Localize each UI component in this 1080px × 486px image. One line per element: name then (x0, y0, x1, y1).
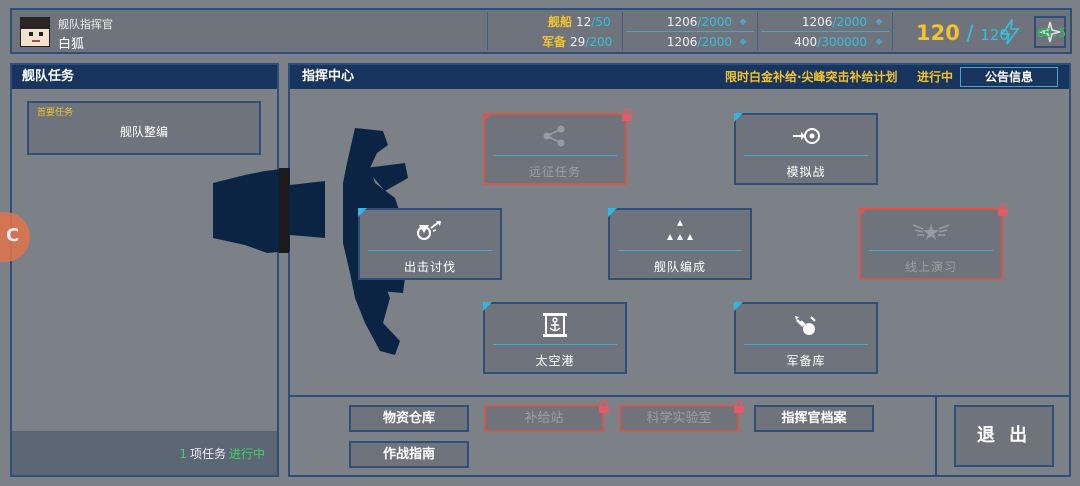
supply-ammo: 1206/2000 (666, 35, 732, 49)
exit-button[interactable]: 退 出 (954, 405, 1054, 467)
tile-simulation[interactable]: 模拟战 (734, 113, 878, 185)
lock-icon (622, 108, 632, 121)
sortie-icon (360, 216, 500, 246)
commander-rank: 舰队指挥官 (58, 18, 113, 31)
divider (622, 12, 623, 50)
notice-button[interactable]: 公告信息 (960, 67, 1058, 87)
science-lab-button[interactable]: 科学实验室 (619, 400, 744, 432)
divider (487, 12, 488, 50)
nodes-icon (485, 121, 625, 151)
lightning-icon (1000, 19, 1020, 45)
bar-divider (761, 31, 889, 32)
tile-spaceport[interactable]: 太空港 (483, 302, 627, 374)
command-center-header: 指挥中心 限时白金补给·尖峰突击补给计划 进行中 公告信息 (290, 65, 1069, 89)
divider (892, 12, 893, 50)
triangle-dots-icon (610, 216, 750, 246)
tile-label: 线上演习 (904, 260, 957, 274)
supply-station-button[interactable]: 补给站 (484, 400, 609, 432)
fuel-icon: ◆ (739, 17, 747, 27)
tile-formation[interactable]: 舰队编成 (608, 208, 752, 280)
sparkle-icon (1039, 21, 1061, 43)
tile-label: 舰队编成 (653, 260, 706, 274)
supply-fuel: 1206/2000 (666, 15, 732, 29)
target-arrow-icon (736, 121, 876, 151)
winged-star-icon (861, 216, 1001, 246)
primary-task-title: 舰队整编 (119, 125, 168, 139)
lock-icon (734, 400, 744, 413)
primary-task-tag: 首要任务 (37, 108, 74, 118)
tile-label: 太空港 (535, 354, 575, 368)
tile-label: 模拟战 (786, 165, 826, 179)
tile-armory[interactable]: 军备库 (734, 302, 878, 374)
lock-icon (998, 203, 1008, 216)
command-center-title: 指挥中心 (302, 69, 355, 84)
fleet-tasks-title: 舰队任务 (12, 65, 277, 89)
tile-sortie[interactable]: 出击讨伐 (358, 208, 502, 280)
tile-exercise[interactable]: 线上演习 (859, 203, 1008, 280)
tile-label: 远征任务 (528, 165, 581, 179)
event-status: 进行中 (917, 70, 954, 84)
anchor-icon (485, 310, 625, 340)
missiles-icon (736, 310, 876, 340)
warehouse-button[interactable]: 物资仓库 (349, 405, 469, 432)
primary-task-card[interactable]: 首要任务 舰队整编 (27, 101, 261, 155)
ammo-icon: ◆ (739, 37, 747, 47)
divider (757, 12, 758, 50)
commander-profile-button[interactable]: 指挥官档案 (754, 405, 874, 432)
event-banner[interactable]: 限时白金补给·尖峰突击补给计划 (725, 70, 898, 84)
sparkle-button[interactable] (1034, 16, 1066, 48)
supply-bauxite: 400/300000 (794, 35, 867, 49)
fps-counter: 60.5 (1037, 26, 1066, 40)
bottom-vertical-divider (935, 395, 937, 475)
lock-icon (599, 400, 609, 413)
tile-label: 军备库 (786, 354, 826, 368)
tile-expedition[interactable]: 远征任务 (483, 108, 632, 185)
tile-label: 出击讨伐 (403, 260, 456, 274)
supply-steel: 1206/2000 (801, 15, 867, 29)
commander-avatar[interactable] (20, 17, 50, 47)
bottom-divider (290, 395, 1069, 397)
energy-counter: 120 / 120 (916, 21, 1009, 45)
battle-guide-button[interactable]: 作战指南 (349, 441, 469, 468)
bauxite-icon: ◆ (875, 37, 883, 47)
commander-name: 白狐 (58, 37, 85, 52)
bar-divider (626, 31, 754, 32)
steel-icon: ◆ (875, 17, 883, 27)
